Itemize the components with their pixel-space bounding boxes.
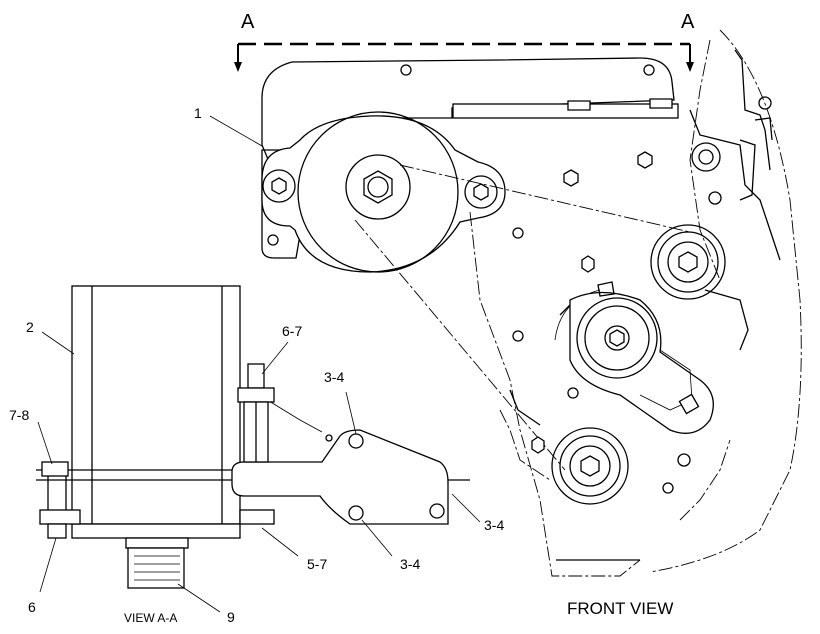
view-aa-bracket	[231, 397, 449, 525]
view-aa-bolt-7-8	[39, 461, 81, 539]
callout-6: 6	[28, 599, 36, 615]
leader-lines	[37, 115, 481, 613]
alternator	[261, 111, 506, 273]
view-aa-bolt-6-7	[237, 363, 275, 525]
view-aa-caption: VIEW A-A	[124, 611, 177, 625]
callout-9: 9	[227, 609, 235, 625]
callout-3-4-right: 3-4	[484, 517, 504, 533]
view-aa-housing	[36, 285, 470, 539]
callout-2: 2	[26, 319, 34, 335]
callout-7-8: 7-8	[9, 407, 29, 423]
front-view-caption: FRONT VIEW	[567, 599, 673, 618]
section-mark-left: A	[241, 11, 255, 33]
drive-belt	[354, 164, 691, 471]
engine-side-details	[509, 49, 781, 561]
section-mark-right: A	[681, 11, 695, 33]
idler-pulley-lower	[551, 427, 629, 505]
section-line-a-a	[234, 42, 694, 72]
view-aa-pulley-9	[125, 537, 189, 589]
callout-1: 1	[194, 105, 202, 121]
callout-6-7: 6-7	[282, 323, 302, 339]
block-hex-bolts	[512, 151, 691, 494]
idler-pulley-upper	[650, 224, 726, 300]
callout-3-4-bottom: 3-4	[400, 556, 420, 572]
callout-5-7: 5-7	[307, 556, 327, 572]
belt-tensioner	[559, 281, 714, 434]
callout-3-4-top: 3-4	[324, 369, 344, 385]
engine-outline	[469, 29, 802, 577]
